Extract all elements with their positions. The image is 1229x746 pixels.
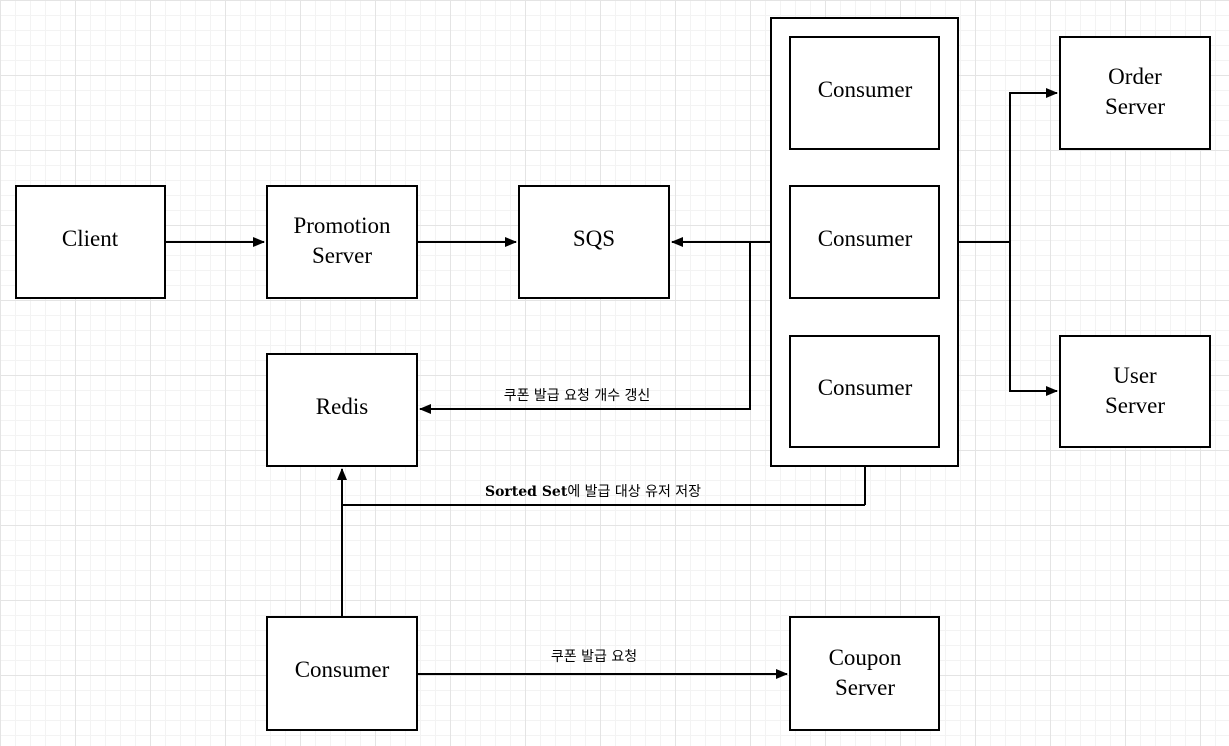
consumer-group-container[interactable]: Consumer Consumer Consumer — [770, 17, 959, 467]
edge-label-update-count: 쿠폰 발급 요청 개수 갱신 — [504, 388, 651, 404]
node-sqs[interactable]: SQS — [518, 185, 670, 299]
node-user-server-line2: Server — [1105, 393, 1165, 418]
node-consumer-bottom[interactable]: Consumer — [266, 616, 418, 731]
consumer-group-item-label: Consumer — [818, 226, 913, 251]
edge-consumers-to-redis-count — [419, 242, 751, 414]
node-sqs-label: SQS — [573, 226, 615, 251]
node-redis-label: Redis — [316, 394, 368, 419]
node-client[interactable]: Client — [15, 185, 166, 299]
node-user-server[interactable]: User Server — [1059, 335, 1211, 448]
consumer-group-item-label: Consumer — [818, 77, 913, 102]
edge-consumers-to-user-server — [1009, 242, 1058, 396]
edge-consumers-to-order-server — [958, 88, 1058, 243]
edge-label-sorted-set-prefix: Sorted Set — [485, 484, 568, 500]
node-coupon-server-line1: Coupon — [829, 645, 902, 670]
node-client-label: Client — [62, 226, 119, 251]
consumer-group-item[interactable]: Consumer — [789, 36, 940, 150]
node-consumer-bottom-label: Consumer — [295, 657, 390, 682]
edge-label-sorted-set: Sorted Set에 발급 대상 유저 저장 — [485, 484, 701, 500]
consumer-group-item[interactable]: Consumer — [789, 185, 940, 299]
consumer-group-item[interactable]: Consumer — [789, 335, 940, 448]
node-coupon-server-line2: Server — [835, 675, 895, 700]
node-promotion-server-line2: Server — [312, 243, 372, 268]
node-order-server[interactable]: Order Server — [1059, 36, 1211, 150]
node-redis[interactable]: Redis — [266, 353, 418, 467]
node-order-server-line2: Server — [1105, 94, 1165, 119]
node-order-server-line1: Order — [1108, 64, 1162, 89]
edges — [165, 88, 1058, 679]
node-coupon-server[interactable]: Coupon Server — [789, 616, 940, 731]
node-promotion-server[interactable]: Promotion Server — [266, 185, 418, 299]
node-promotion-server-line1: Promotion — [293, 213, 391, 238]
node-user-server-line1: User — [1113, 363, 1157, 388]
edge-label-sorted-set-suffix: 에 발급 대상 유저 저장 — [567, 484, 701, 500]
consumer-group-item-label: Consumer — [818, 375, 913, 400]
edge-label-coupon-request: 쿠폰 발급 요청 — [551, 649, 637, 665]
